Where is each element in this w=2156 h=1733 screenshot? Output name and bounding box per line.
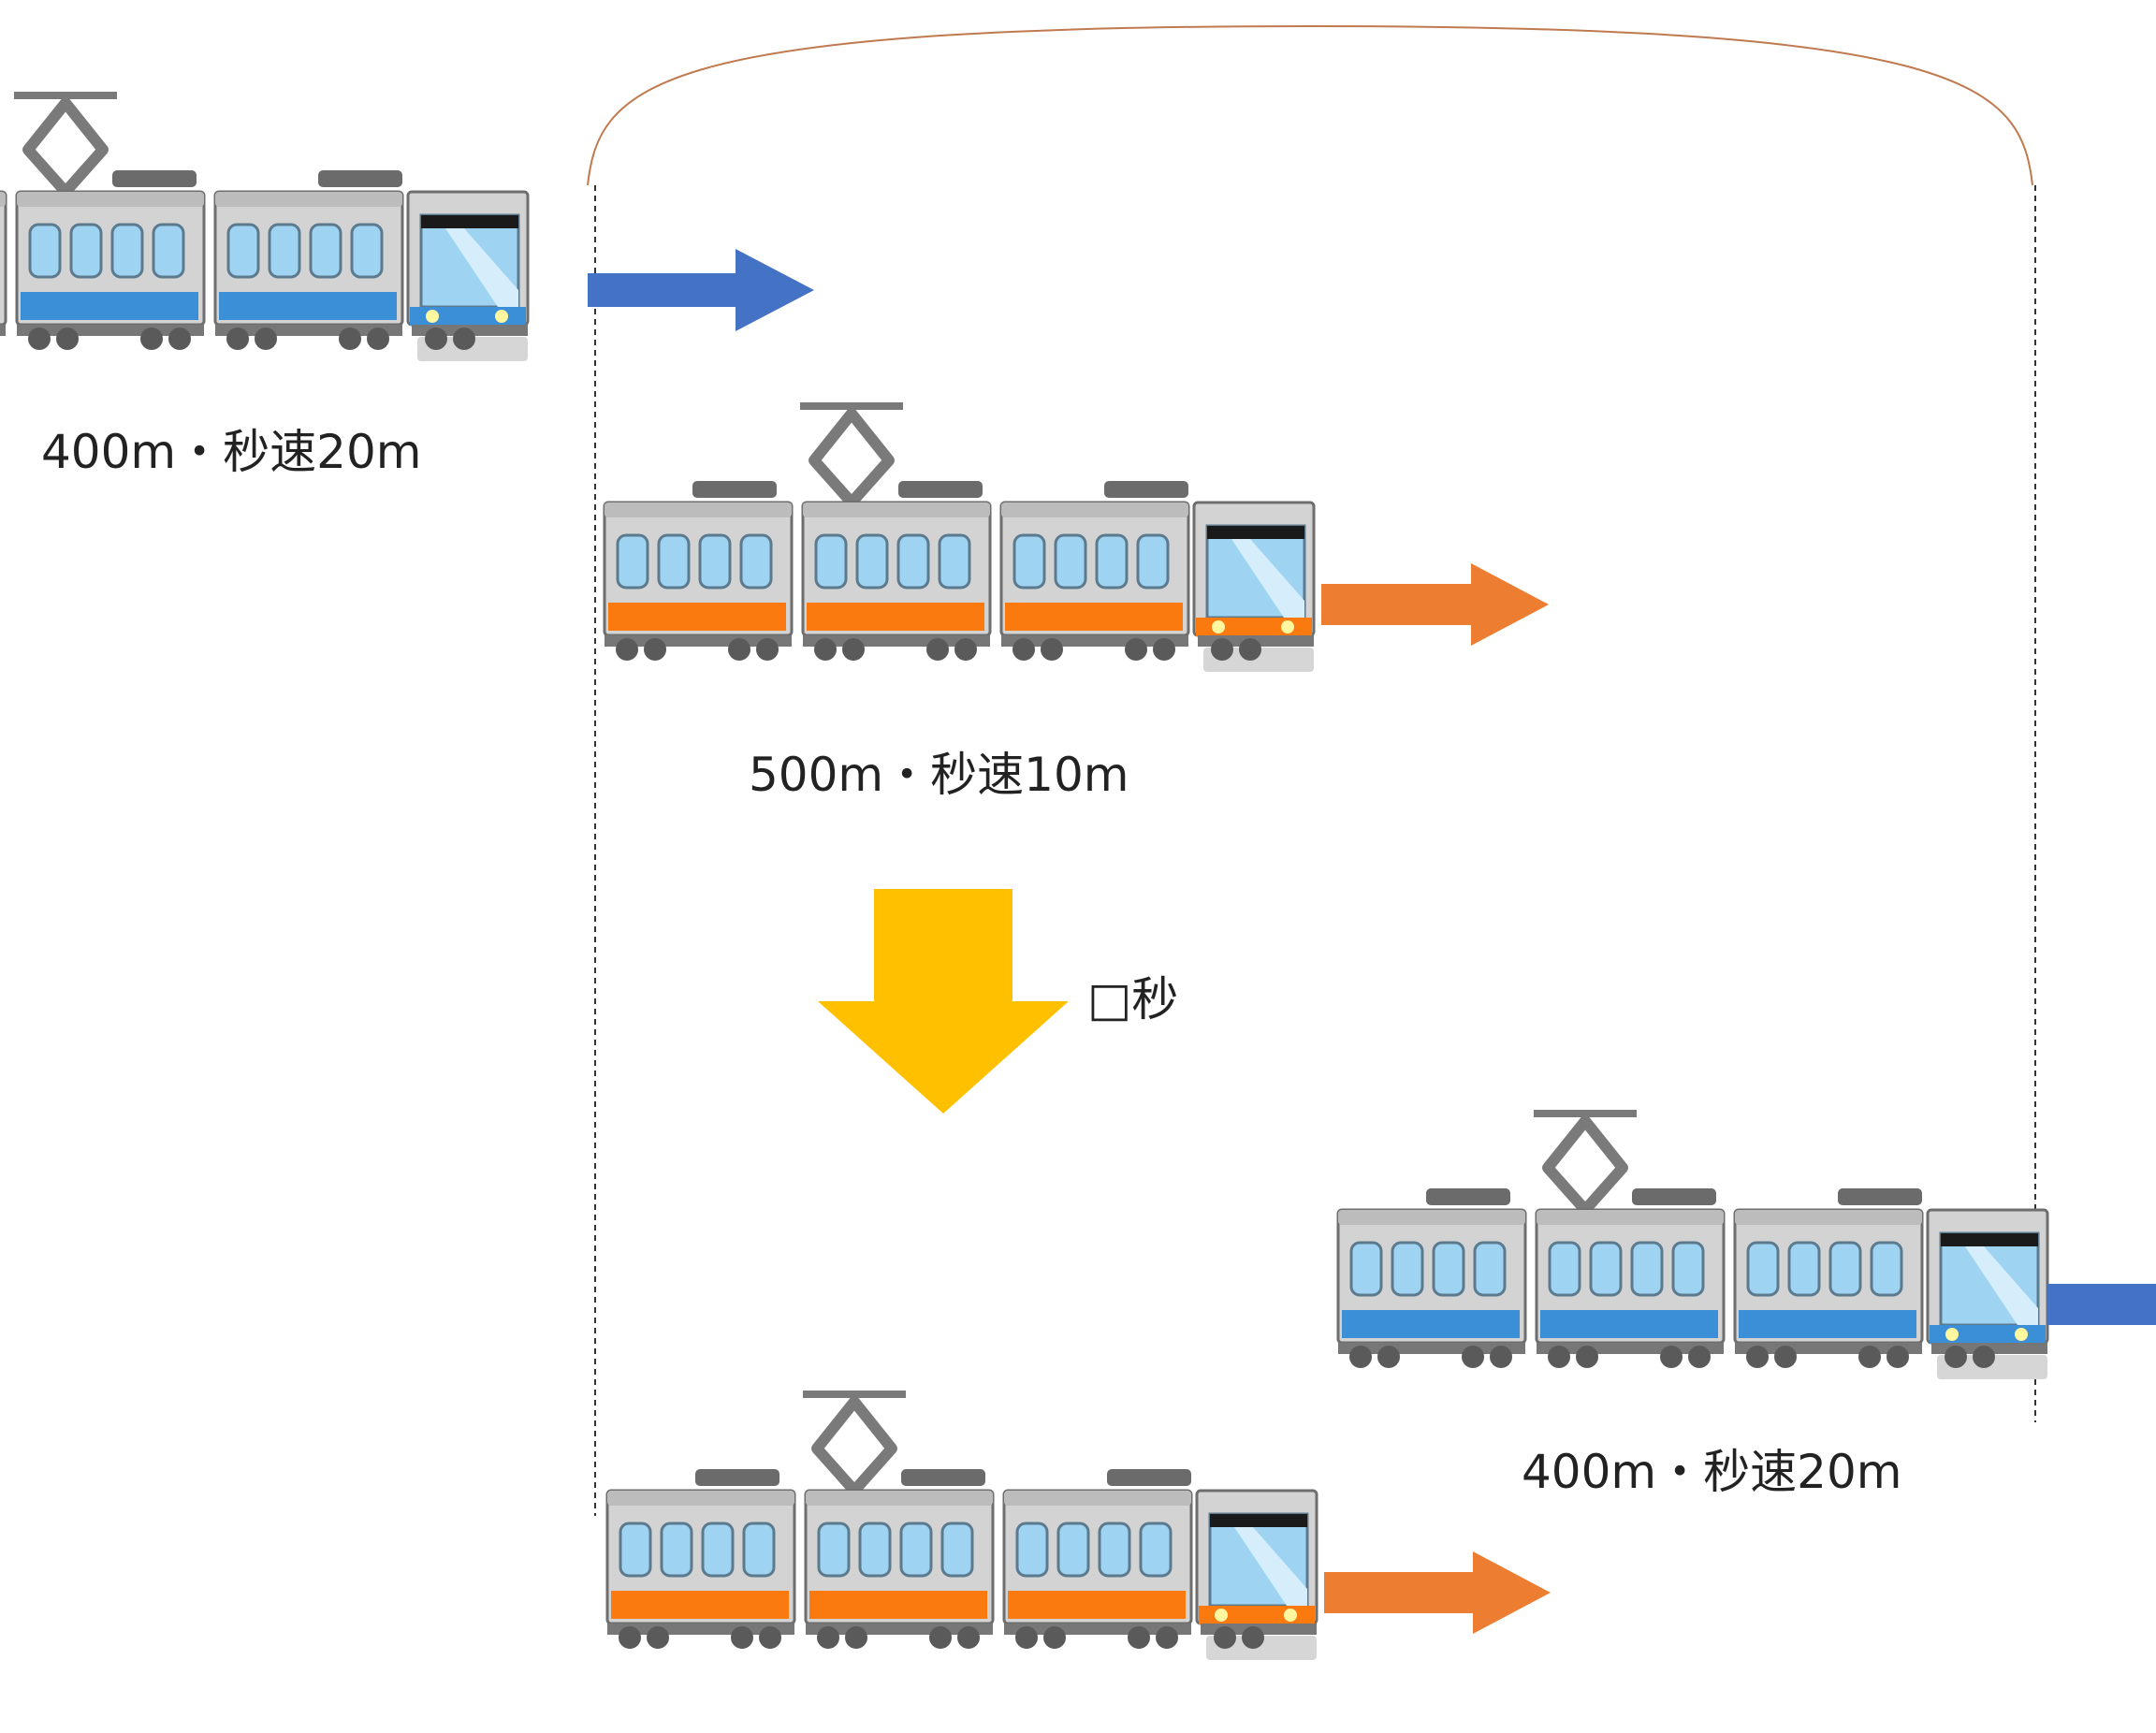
- train-icon: [607, 1394, 1317, 1660]
- label-blue-start: 400m・秒速20m: [41, 425, 421, 479]
- blue-train-end: [1338, 1114, 2047, 1379]
- train-icon: [605, 406, 1314, 672]
- train-icon: [0, 95, 528, 361]
- blue-arrow-end: [2047, 1284, 2156, 1325]
- distance-bracket: [587, 24, 2033, 186]
- time-arrow-down: [818, 889, 1069, 1114]
- orange-train-start: [605, 406, 1314, 672]
- label-orange-start: 500m・秒速10m: [749, 748, 1129, 802]
- orange-train-end: [607, 1394, 1317, 1660]
- orange-arrow-end: [1324, 1551, 1551, 1634]
- orange-arrow-start: [1321, 563, 1549, 646]
- blue-arrow-start: [588, 249, 814, 331]
- train-icon: [1338, 1114, 2047, 1379]
- label-elapsed-time: □秒: [1087, 972, 1178, 1027]
- label-blue-end: 400m・秒速20m: [1522, 1445, 1901, 1499]
- blue-train-start: [0, 95, 528, 361]
